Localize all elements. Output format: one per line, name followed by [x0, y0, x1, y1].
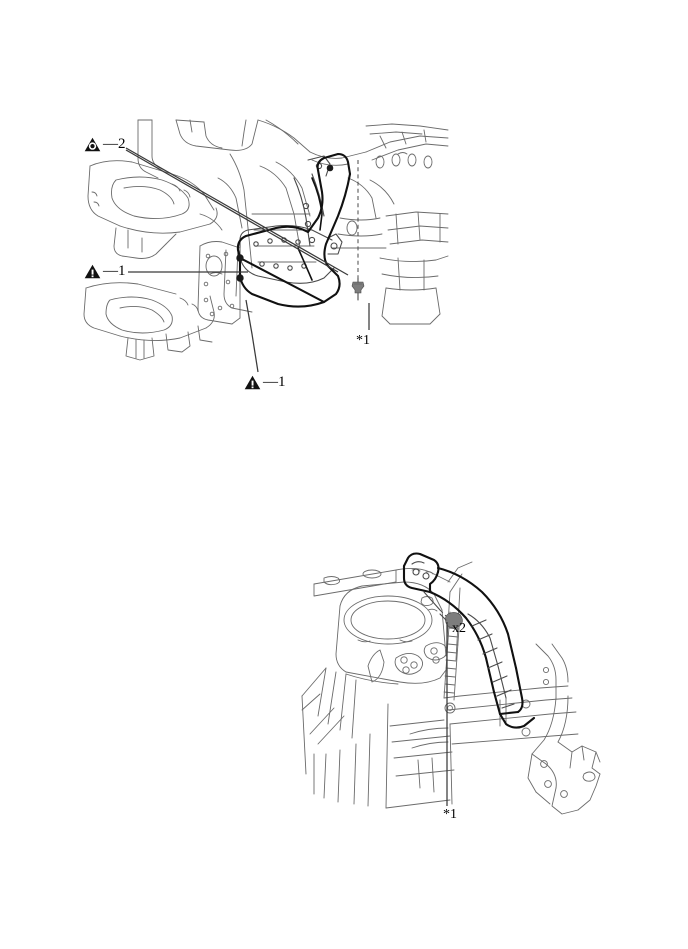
notice-triangle-dot-icon — [84, 137, 101, 152]
label-star1-upper: *1 — [356, 333, 370, 348]
callout-caution-1-label: —1 — [103, 263, 126, 279]
background-body-structure — [83, 119, 449, 361]
label-x2-lower: x2 — [452, 621, 466, 636]
callout-caution-1-bottom[interactable]: —1 — [244, 375, 286, 390]
label-star1-lower: *1 — [443, 807, 457, 822]
front-body-line-drawing — [83, 119, 449, 361]
rear-pillar-structure — [527, 643, 601, 815]
quarter-panel-outer — [385, 561, 579, 809]
rear-quarter-line-drawing — [301, 552, 601, 815]
caution-triangle-exclamation-icon — [244, 375, 261, 390]
retainer-clip-detail — [423, 591, 463, 629]
callout-notice-2-label: —2 — [103, 136, 126, 152]
highlighted-retainer-outline — [402, 552, 536, 729]
clip-fastener-icon — [351, 277, 365, 301]
retainer-inner-ribs — [411, 561, 515, 709]
side-mounting-plate — [197, 241, 241, 325]
wheel-house-inner-panel — [301, 567, 451, 809]
figure-rear-quarter-panel-assembly — [300, 548, 620, 838]
callout-caution-1[interactable]: —1 — [84, 264, 126, 279]
caution-triangle-exclamation-icon — [84, 264, 101, 279]
figure-front-body-bracket-assembly — [80, 118, 450, 403]
callout-caution-1-bottom-label: —1 — [263, 374, 286, 390]
callout-notice-2[interactable]: —2 — [84, 137, 126, 152]
